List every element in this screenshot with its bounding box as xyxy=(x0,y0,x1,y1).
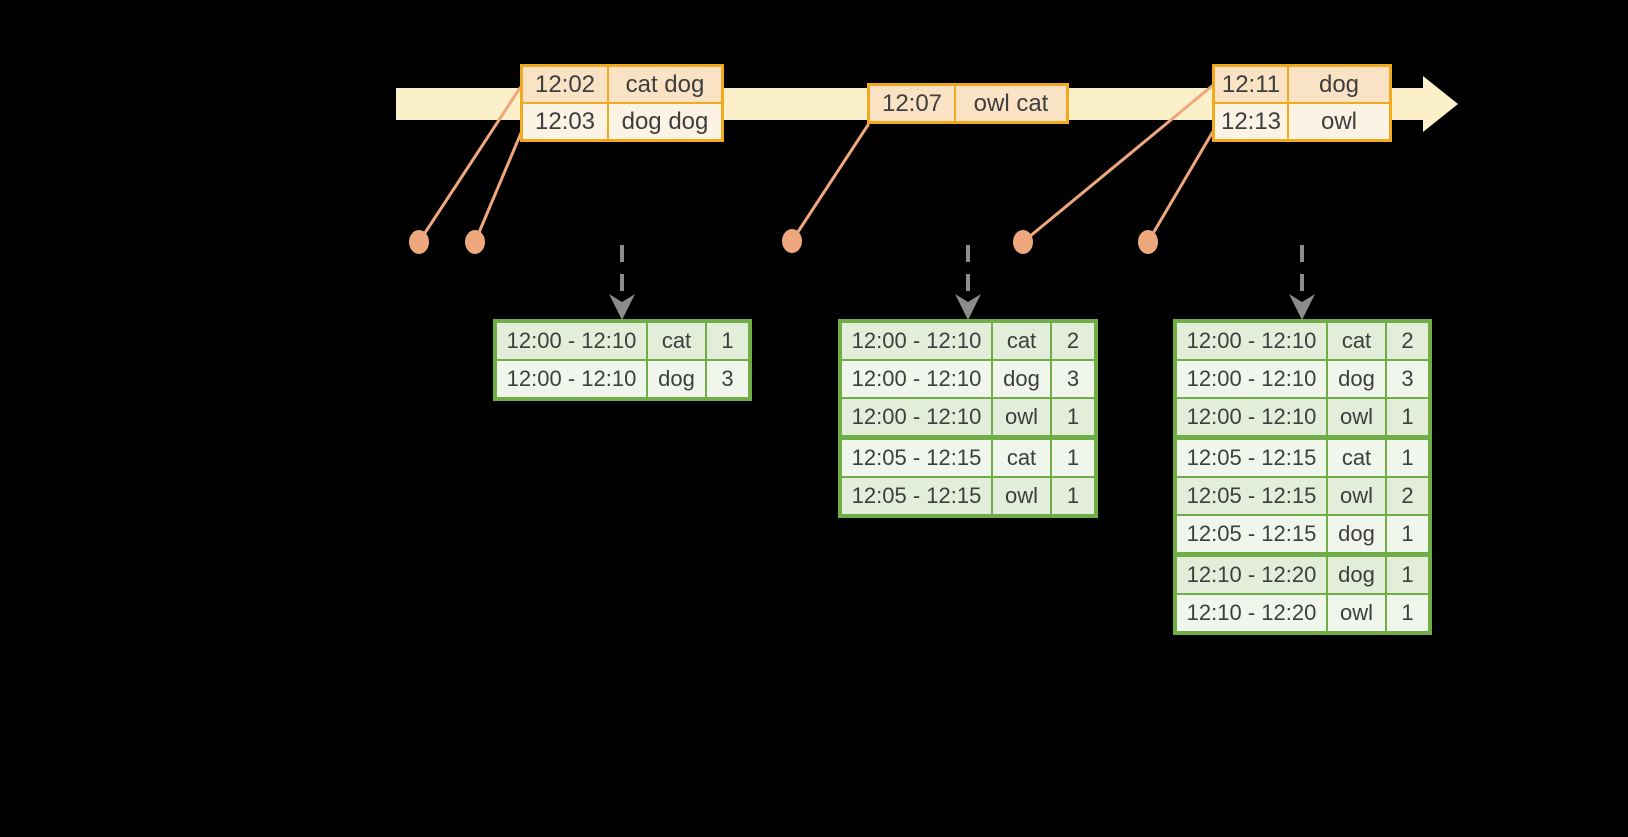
window-cell: 12:10 - 12:20 xyxy=(1177,557,1326,593)
event-connector-line xyxy=(473,131,523,244)
trigger-arrowhead-icon xyxy=(1289,294,1315,320)
window-cell: 12:00 - 12:10 xyxy=(497,323,646,359)
event-time-cell: 12:07 xyxy=(870,86,954,121)
count-cell: 1 xyxy=(1387,595,1428,631)
window-cell: 12:00 - 12:10 xyxy=(1177,399,1326,435)
event-dot xyxy=(465,230,485,254)
event-words-cell: owl xyxy=(1289,104,1389,139)
word-cell: dog xyxy=(1328,557,1385,593)
window-cell: 12:05 - 12:15 xyxy=(842,478,991,514)
window-cell: 12:00 - 12:10 xyxy=(842,399,991,435)
count-cell: 1 xyxy=(1387,399,1428,435)
word-cell: cat xyxy=(993,323,1050,359)
count-cell: 1 xyxy=(1387,516,1428,552)
event-dot xyxy=(409,230,429,254)
count-cell: 1 xyxy=(1052,399,1094,435)
word-cell: cat xyxy=(993,440,1050,476)
trigger-arrowhead-icon xyxy=(955,294,981,320)
window-cell: 12:05 - 12:15 xyxy=(842,440,991,476)
count-cell: 1 xyxy=(1052,440,1094,476)
count-cell: 1 xyxy=(1387,440,1428,476)
event-dot xyxy=(1013,230,1033,254)
count-cell: 1 xyxy=(1052,478,1094,514)
event-connector-line xyxy=(790,123,870,243)
word-cell: cat xyxy=(648,323,705,359)
event-time-cell: 12:13 xyxy=(1215,104,1287,139)
event-dot xyxy=(782,229,802,253)
event-time-cell: 12:02 xyxy=(523,67,607,102)
word-cell: dog xyxy=(648,361,705,397)
count-cell: 2 xyxy=(1387,323,1428,359)
event-words-cell: cat dog xyxy=(609,67,721,102)
timeline-arrowhead-icon xyxy=(1423,76,1458,132)
event-time-cell: 12:11 xyxy=(1215,67,1287,102)
count-cell: 2 xyxy=(1387,478,1428,514)
word-cell: cat xyxy=(1328,440,1385,476)
word-cell: owl xyxy=(993,399,1050,435)
event-connector-line xyxy=(1021,84,1214,244)
event-words-cell: owl cat xyxy=(956,86,1066,121)
trigger-arrowhead-icon xyxy=(609,294,635,320)
window-cell: 12:05 - 12:15 xyxy=(1177,478,1326,514)
window-cell: 12:00 - 12:10 xyxy=(497,361,646,397)
word-cell: owl xyxy=(993,478,1050,514)
event-connector-line xyxy=(1146,126,1217,244)
count-cell: 1 xyxy=(1387,557,1428,593)
event-words-cell: dog dog xyxy=(609,104,721,139)
window-cell: 12:00 - 12:10 xyxy=(842,361,991,397)
count-cell: 1 xyxy=(707,323,748,359)
event-time-cell: 12:03 xyxy=(523,104,607,139)
count-cell: 2 xyxy=(1052,323,1094,359)
count-cell: 3 xyxy=(707,361,748,397)
word-cell: owl xyxy=(1328,399,1385,435)
word-cell: dog xyxy=(1328,516,1385,552)
window-cell: 12:05 - 12:15 xyxy=(1177,440,1326,476)
word-cell: dog xyxy=(993,361,1050,397)
event-dot xyxy=(1138,230,1158,254)
window-cell: 12:00 - 12:10 xyxy=(1177,323,1326,359)
word-cell: cat xyxy=(1328,323,1385,359)
window-cell: 12:00 - 12:10 xyxy=(1177,361,1326,397)
window-cell: 12:00 - 12:10 xyxy=(842,323,991,359)
window-cell: 12:05 - 12:15 xyxy=(1177,516,1326,552)
word-cell: dog xyxy=(1328,361,1385,397)
event-connector-line xyxy=(417,86,522,244)
event-words-cell: dog xyxy=(1289,67,1389,102)
window-cell: 12:10 - 12:20 xyxy=(1177,595,1326,631)
count-cell: 3 xyxy=(1052,361,1094,397)
count-cell: 3 xyxy=(1387,361,1428,397)
word-cell: owl xyxy=(1328,478,1385,514)
word-cell: owl xyxy=(1328,595,1385,631)
